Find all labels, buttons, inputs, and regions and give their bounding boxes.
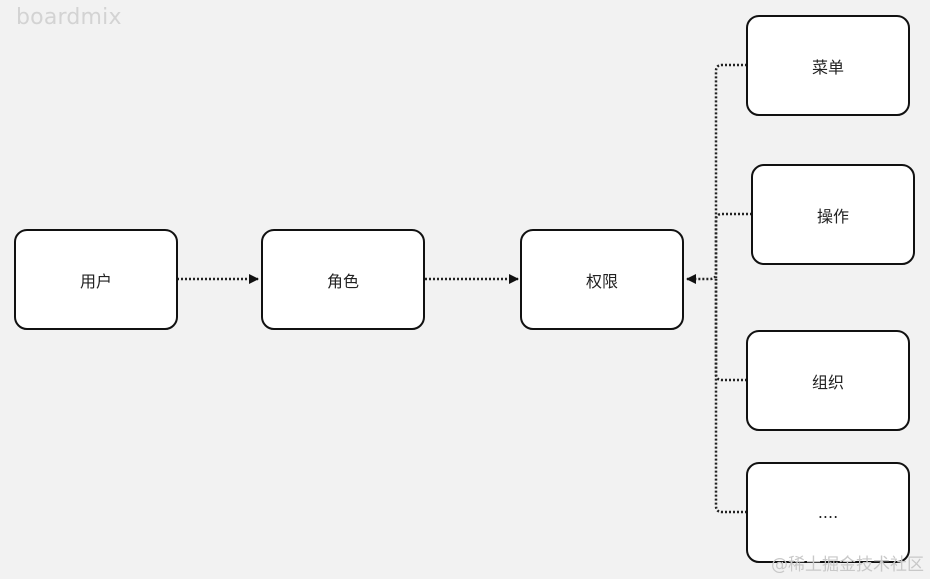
node-more-label: .... [817, 503, 839, 522]
node-more[interactable]: .... [746, 462, 910, 563]
node-menu[interactable]: 菜单 [746, 15, 910, 116]
node-user-label: 用户 [79, 271, 112, 291]
node-permission[interactable]: 权限 [520, 229, 684, 330]
node-permission-label: 权限 [585, 271, 618, 291]
node-operation-label: 操作 [816, 206, 849, 226]
watermark-text: @稀土掘金技术社区 [771, 555, 924, 575]
node-menu-label: 菜单 [811, 57, 844, 77]
edge-more-to-permission [714, 279, 747, 514]
node-organization[interactable]: 组织 [746, 330, 910, 431]
node-user[interactable]: 用户 [14, 229, 178, 330]
boardmix-logo-text: boardmix [16, 5, 122, 30]
node-operation[interactable]: 操作 [751, 164, 915, 265]
node-role[interactable]: 角色 [261, 229, 425, 330]
node-role-label: 角色 [326, 271, 359, 291]
edge-operation-to-permission [714, 212, 752, 279]
edge-organization-to-permission [714, 279, 747, 382]
node-organization-label: 组织 [811, 372, 844, 392]
edge-menu-to-permission [686, 63, 747, 284]
